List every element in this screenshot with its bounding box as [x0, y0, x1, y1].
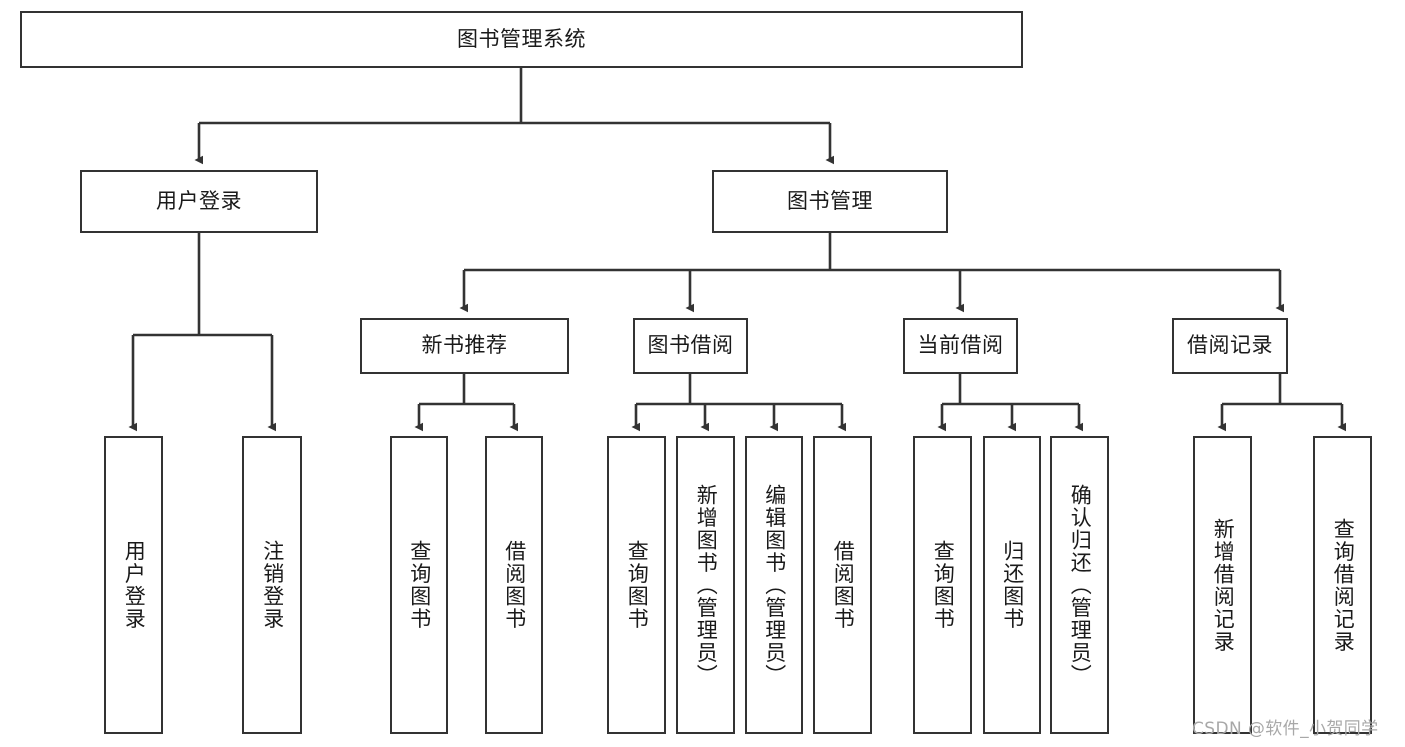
node-label: 查询图书 [407, 540, 432, 630]
node-label: 用户登录 [156, 188, 242, 213]
node-label: 查询借阅记录 [1331, 517, 1356, 653]
leaf-borrow-query-book[interactable]: 查询图书 [607, 436, 666, 734]
node-label: 确认归还（管理员） [1068, 483, 1093, 687]
leaf-user-login-login[interactable]: 用户登录 [104, 436, 163, 734]
node-user-login[interactable]: 用户登录 [80, 170, 318, 233]
node-book-management[interactable]: 图书管理 [712, 170, 948, 233]
node-label: 图书管理系统 [457, 26, 586, 51]
node-label: 查询图书 [625, 540, 650, 630]
node-root-system[interactable]: 图书管理系统 [20, 11, 1023, 68]
node-label: 注销登录 [260, 540, 285, 630]
csdn-watermark: CSDN @软件_小贺同学 [1192, 719, 1379, 739]
leaf-record-query-record[interactable]: 查询借阅记录 [1313, 436, 1372, 734]
node-label: 用户登录 [122, 540, 147, 630]
node-label: 归还图书 [1000, 540, 1025, 630]
node-label: 借阅记录 [1187, 333, 1273, 358]
leaf-current-confirm-return-admin[interactable]: 确认归还（管理员） [1050, 436, 1109, 734]
node-label: 新书推荐 [421, 333, 508, 358]
node-label: 当前借阅 [917, 333, 1004, 358]
leaf-record-add-record[interactable]: 新增借阅记录 [1193, 436, 1252, 734]
node-label: 图书管理 [787, 188, 873, 213]
leaf-borrow-edit-book-admin[interactable]: 编辑图书（管理员） [745, 436, 803, 734]
leaf-borrow-add-book-admin[interactable]: 新增图书（管理员） [676, 436, 735, 734]
leaf-current-query-book[interactable]: 查询图书 [913, 436, 972, 734]
node-label: 新增图书（管理员） [694, 483, 719, 687]
node-borrow-record[interactable]: 借阅记录 [1172, 318, 1288, 374]
node-book-borrow[interactable]: 图书借阅 [633, 318, 748, 374]
node-current-borrow[interactable]: 当前借阅 [903, 318, 1018, 374]
node-label: 编辑图书（管理员） [762, 483, 787, 687]
node-label: 新增借阅记录 [1211, 517, 1236, 653]
leaf-current-return-book[interactable]: 归还图书 [983, 436, 1041, 734]
node-label: 借阅图书 [502, 540, 527, 630]
leaf-recommend-borrow-book[interactable]: 借阅图书 [485, 436, 543, 734]
node-new-book-recommend[interactable]: 新书推荐 [360, 318, 569, 374]
node-label: 借阅图书 [831, 540, 856, 630]
node-label: 查询图书 [931, 540, 956, 630]
node-label: 图书借阅 [647, 333, 734, 358]
leaf-recommend-query-book[interactable]: 查询图书 [390, 436, 448, 734]
leaf-user-login-logout[interactable]: 注销登录 [242, 436, 302, 734]
leaf-borrow-borrow-book[interactable]: 借阅图书 [813, 436, 872, 734]
